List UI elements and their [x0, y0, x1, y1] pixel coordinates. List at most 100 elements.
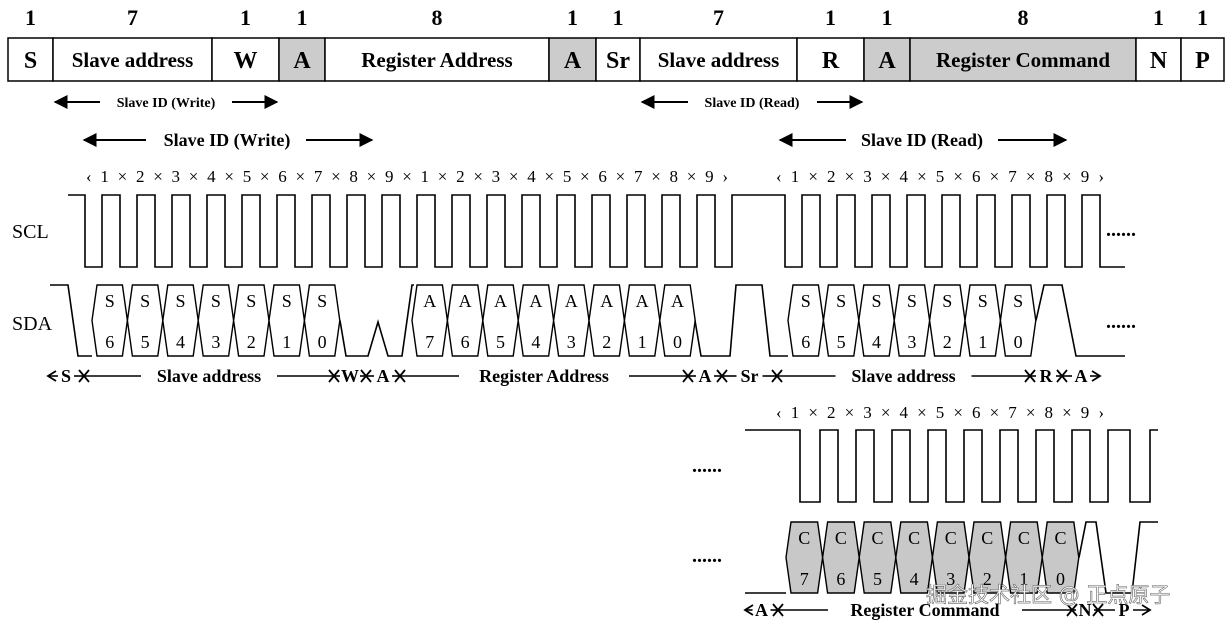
slave-id-write-annotation: Slave ID (Write)	[82, 130, 374, 151]
frame-field-bitcount: 1	[567, 5, 578, 30]
frame-field-bitcount: 8	[1018, 5, 1029, 30]
sda-bit-bottom: 4	[872, 332, 881, 352]
frame-field-label: R	[822, 48, 840, 74]
sda-w-ack-segment	[339, 284, 414, 357]
segment-arrow-end	[1091, 370, 1102, 382]
sda-bit-top: C	[1018, 528, 1030, 548]
sda-bit-top: S	[836, 291, 846, 311]
sda-bit-top: C	[981, 528, 993, 548]
scl-waveform	[68, 194, 1125, 268]
segment-separator	[682, 369, 694, 383]
segment-label: Register Address	[479, 366, 609, 386]
sda-bit-bottom: 5	[496, 332, 505, 352]
frame-field-bitcount: 8	[432, 5, 443, 30]
frame-field-box	[796, 37, 865, 82]
frame-field-bitcount: 7	[127, 5, 138, 30]
sda-bit-top: S	[140, 291, 150, 311]
scl-label: SCL	[12, 221, 49, 243]
sda-bit-cell	[999, 284, 1037, 357]
sda-bit-bottom: 4	[531, 332, 540, 352]
sda-bit-top: S	[871, 291, 881, 311]
frame-field-box	[863, 37, 911, 82]
sda-bit-top: A	[600, 291, 613, 311]
sda-bit-top: A	[459, 291, 472, 311]
sda-bit-top: A	[671, 291, 684, 311]
frame-field-label: A	[564, 48, 582, 74]
sda-bit-bottom: 3	[211, 332, 220, 352]
frame-field-label: P	[1195, 48, 1210, 74]
sda-bit-bottom: 6	[105, 332, 114, 352]
frame-field-label: Register Address	[361, 48, 512, 72]
segment-label: Register Command	[850, 600, 999, 620]
frame-field-box	[52, 37, 213, 82]
sda-bit-bottom: 1	[978, 332, 987, 352]
frame-field-label: A	[293, 48, 311, 74]
frame-field-label: A	[878, 48, 896, 74]
frame-field-bitcount: 1	[1197, 5, 1208, 30]
segment-separator	[772, 603, 784, 617]
segment-label: A	[377, 366, 390, 386]
sda-bit-top: S	[942, 291, 952, 311]
sda-bit-bottom: 2	[983, 569, 992, 589]
frame-field-box	[1135, 37, 1182, 82]
frame-field-box	[595, 37, 641, 82]
sda-bit-bottom: 0	[318, 332, 327, 352]
segment-separator	[328, 369, 340, 383]
frame-field-box	[639, 37, 798, 82]
segment-label: Sr	[741, 366, 759, 386]
bit-index-row-1a: ‹ 1 × 2 × 3 × 4 × 5 × 6 × 7 × 8 × 9 × 1 …	[86, 167, 728, 186]
scl-waveform-command	[745, 429, 1158, 503]
segment-arrow-end	[1141, 604, 1152, 616]
segment-label: N	[1079, 600, 1092, 620]
sda-start-condition	[50, 284, 92, 357]
sda-bit-top: A	[565, 291, 578, 311]
scl2-continuation: ......	[692, 455, 722, 477]
frame-field-box	[7, 37, 54, 82]
sda-bit-bottom: 2	[247, 332, 256, 352]
sda-bit-bottom: 3	[907, 332, 916, 352]
sda-bit-top: S	[801, 291, 811, 311]
sda-bit-top: S	[907, 291, 917, 311]
sda-bit-bottom: 0	[673, 332, 682, 352]
sda-bit-cell	[303, 284, 341, 357]
sda-bit-bottom: 5	[873, 569, 882, 589]
slave-id-write-small-label: Slave ID (Write)	[117, 96, 216, 111]
sda-bit-top: C	[945, 528, 957, 548]
slave-id-write-label: Slave ID (Write)	[164, 130, 291, 151]
segment-label: W	[341, 366, 359, 386]
segment-separator	[716, 369, 728, 383]
sda-bit-top: S	[317, 291, 327, 311]
sda-waveform: S6S5S4S3S2S1S0A7A6A5A4A3A2A1A0S6S5S4S3S2…	[50, 284, 1125, 357]
sda-bit-top: S	[282, 291, 292, 311]
sda-bit-top: S	[105, 291, 115, 311]
sda-bit-bottom: 1	[638, 332, 647, 352]
slave-id-read-small-label: Slave ID (Read)	[705, 96, 800, 111]
sda-bit-top: A	[636, 291, 649, 311]
sda-bit-bottom: 6	[836, 569, 845, 589]
segment-arrow-start	[46, 370, 57, 382]
sda-bit-bottom: 6	[801, 332, 810, 352]
sda-bit-bottom: 1	[282, 332, 291, 352]
sda-bit-bottom: 3	[567, 332, 576, 352]
frame-field-box	[324, 37, 550, 82]
frame-field-bitcount: 1	[240, 5, 251, 30]
sda-bit-top: C	[908, 528, 920, 548]
bit-index-row-1b: ‹ 1 × 2 × 3 × 4 × 5 × 6 × 7 × 8 × 9 ›	[776, 167, 1104, 186]
segment-separator	[771, 369, 783, 383]
sda-bit-top: S	[211, 291, 221, 311]
frame-field-label: Slave address	[72, 48, 194, 72]
sda-bit-cell	[1041, 521, 1080, 594]
segment-separator	[1066, 603, 1078, 617]
sda-bit-top: C	[1054, 528, 1066, 548]
sda-bit-bottom: 7	[800, 569, 809, 589]
frame-field-bitcount: 1	[25, 5, 36, 30]
segment-label: A	[755, 600, 768, 620]
segment-arrow-start	[743, 604, 754, 616]
segment-separator	[1024, 369, 1036, 383]
sda-bit-bottom: 4	[176, 332, 185, 352]
